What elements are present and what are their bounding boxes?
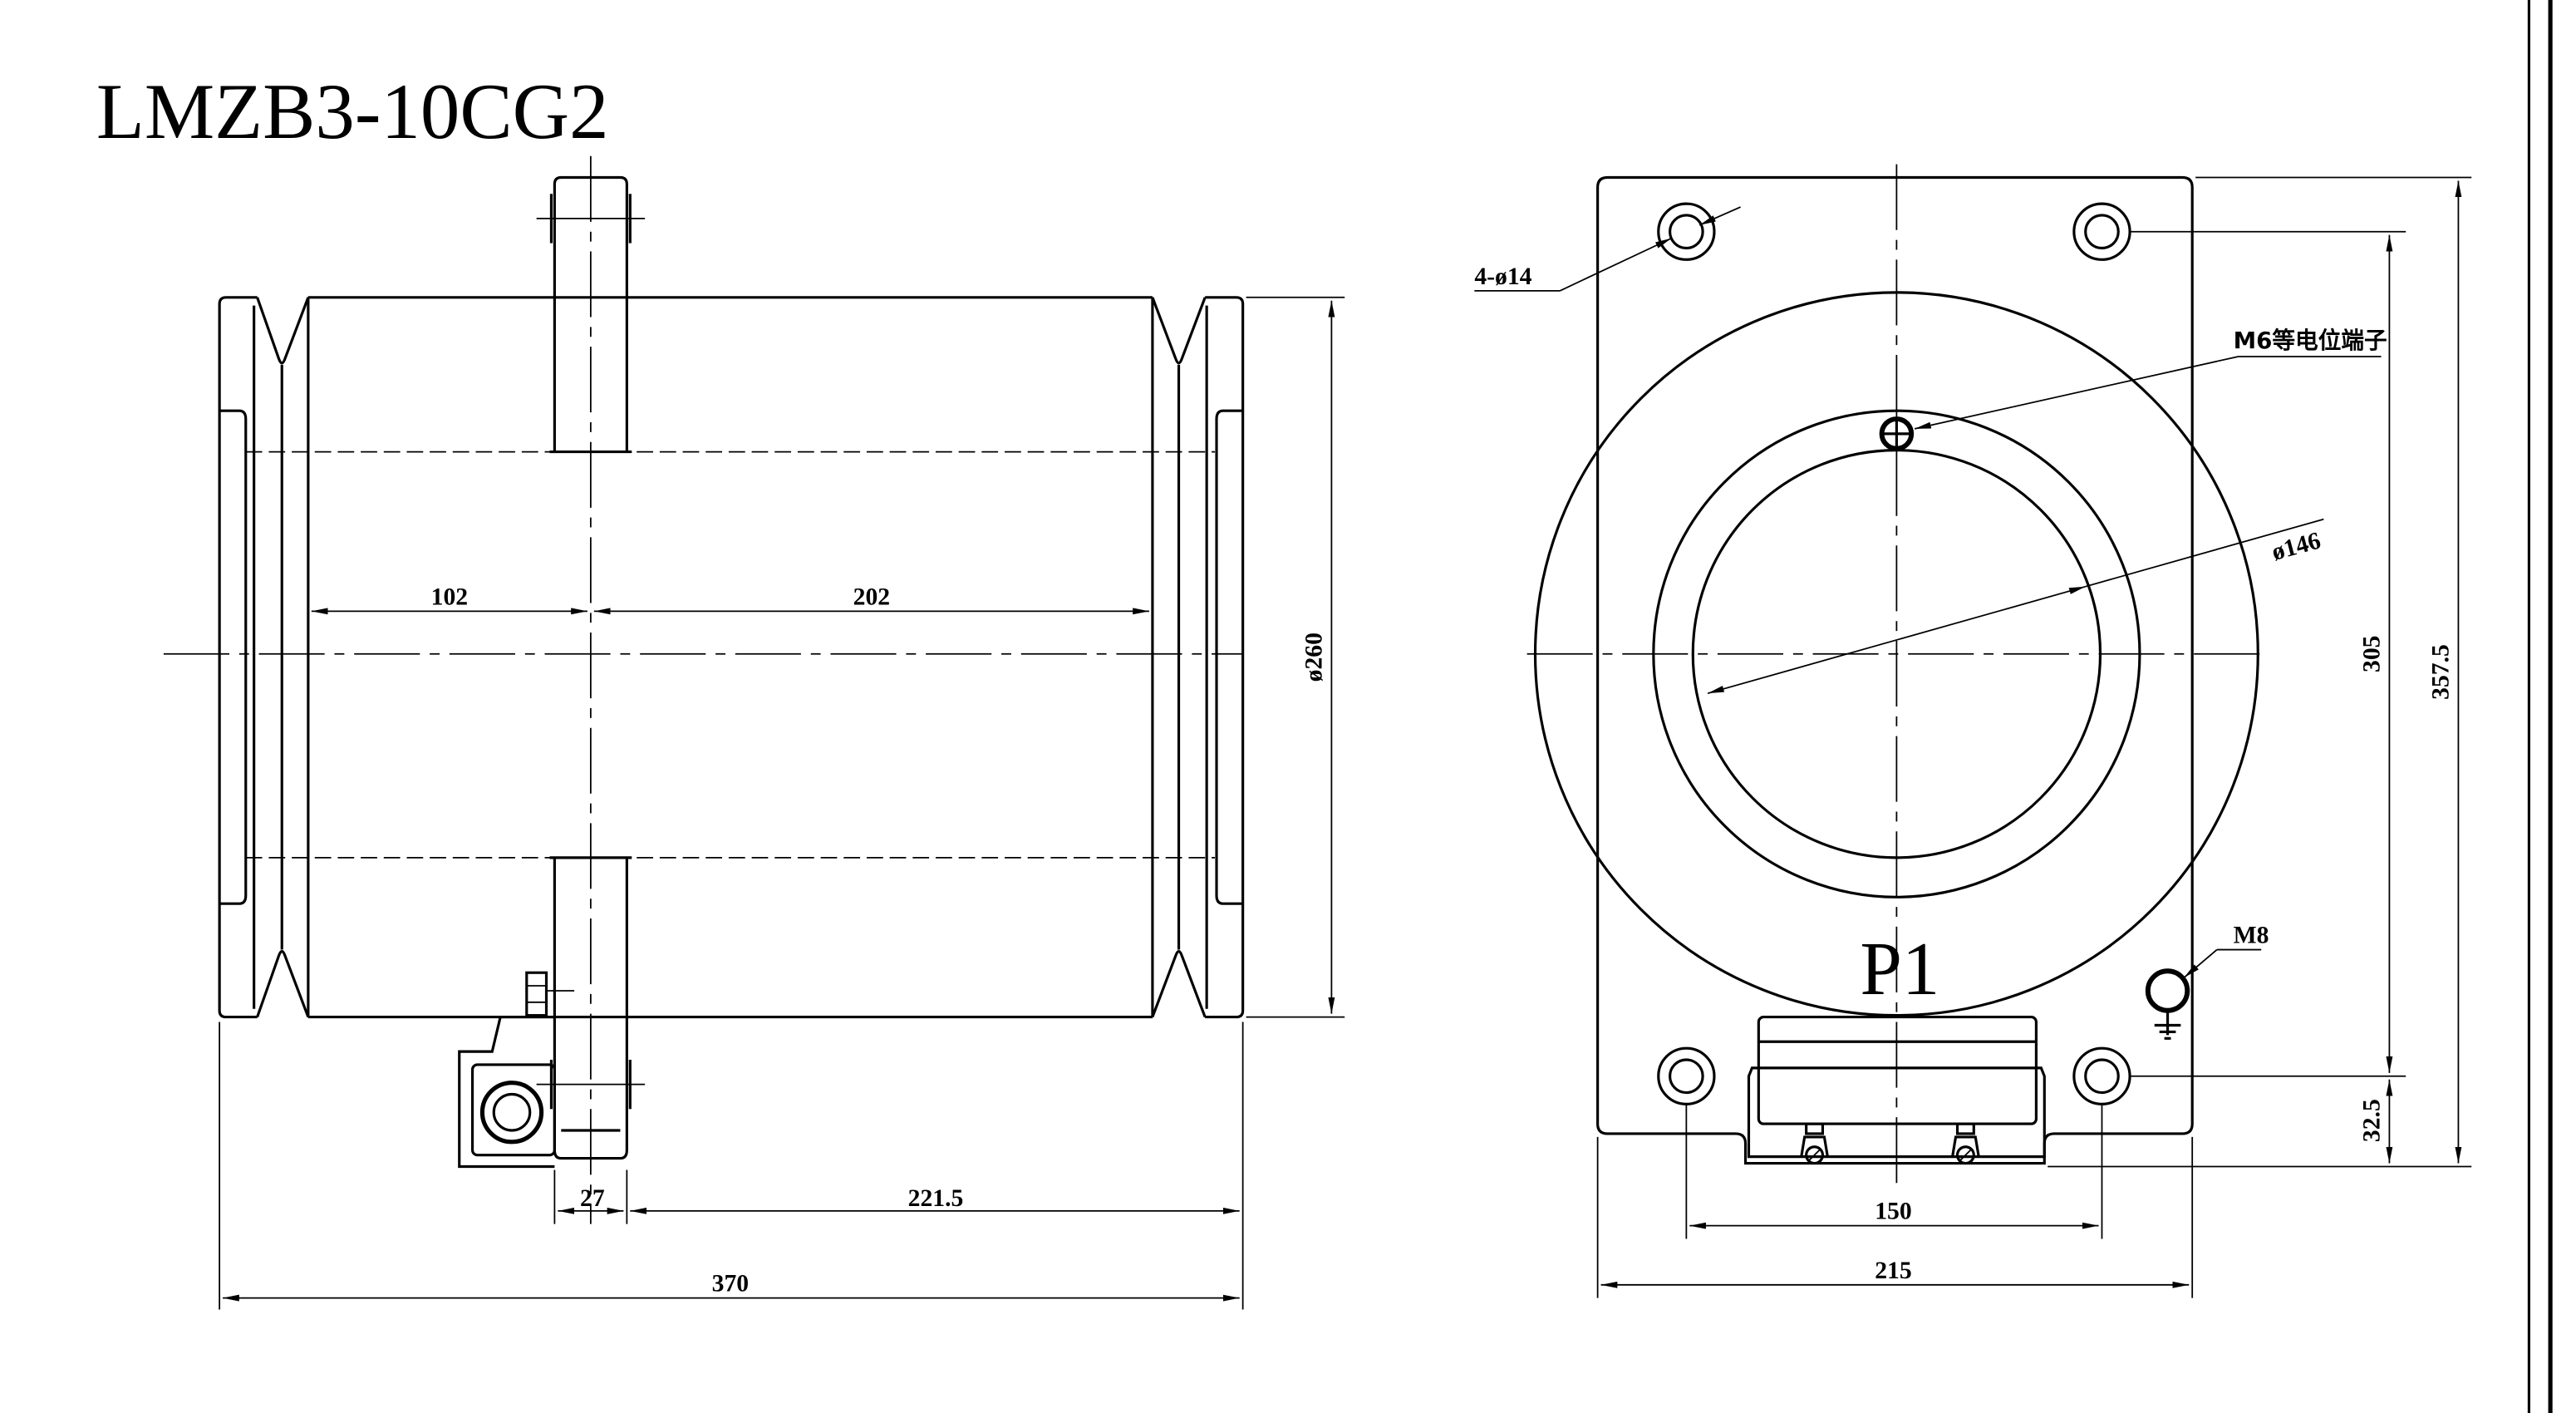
terminal-screw-icon [1800, 1122, 1829, 1165]
dim-150: 150 [1875, 1199, 1911, 1225]
dim-370: 370 [712, 1271, 749, 1297]
mounting-hole-icon [2072, 202, 2131, 261]
side-dimensions: 102 202 ø260 27 221.5 370 [219, 296, 1345, 1310]
mounting-hole-icon [1657, 1046, 1716, 1105]
front-view: 4-ø14 M6等电位端子 ø146 P1 [1474, 164, 2472, 1298]
bottom-primary-busbar [536, 856, 646, 1160]
dim-202: 202 [853, 583, 890, 610]
dim-260: ø260 [1301, 633, 1328, 682]
ground-terminal-icon [2145, 968, 2190, 1040]
top-primary-busbar [536, 175, 646, 454]
mounting-hole-icon [1657, 202, 1716, 261]
sheet-border [2527, 0, 2553, 1413]
dim-102: 102 [431, 583, 468, 610]
right-flange [1151, 296, 1245, 1019]
base-plate [1596, 175, 2194, 1165]
bore-diameter-note: ø146 [2269, 528, 2324, 566]
p1-marking: P1 [1860, 927, 1939, 1011]
drawing-title: LMZB3-10CG2 [96, 67, 609, 155]
left-flange [218, 296, 310, 1019]
dim-305: 305 [2359, 636, 2386, 672]
cylinder-body [245, 296, 1216, 1019]
dim-357-5: 357.5 [2428, 644, 2455, 700]
terminal-screw-icon [1951, 1122, 1980, 1165]
dim-27: 27 [580, 1185, 605, 1212]
holes-note: 4-ø14 [1474, 263, 1531, 290]
dim-215: 215 [1875, 1258, 1911, 1284]
side-terminal-box [458, 971, 575, 1169]
secondary-terminal-box [1747, 1016, 2046, 1165]
dim-221-5: 221.5 [908, 1185, 964, 1212]
terminal-nut-icon [479, 1081, 544, 1145]
mounting-hole-icon [2072, 1046, 2131, 1105]
equipotential-terminal-icon [1879, 416, 1915, 451]
dim-32-5: 32.5 [2359, 1099, 2386, 1142]
ground-note: M8 [2234, 923, 2269, 949]
side-view: 102 202 ø260 27 221.5 370 [163, 155, 1345, 1310]
equipotential-note: M6等电位端子 [2234, 327, 2387, 354]
